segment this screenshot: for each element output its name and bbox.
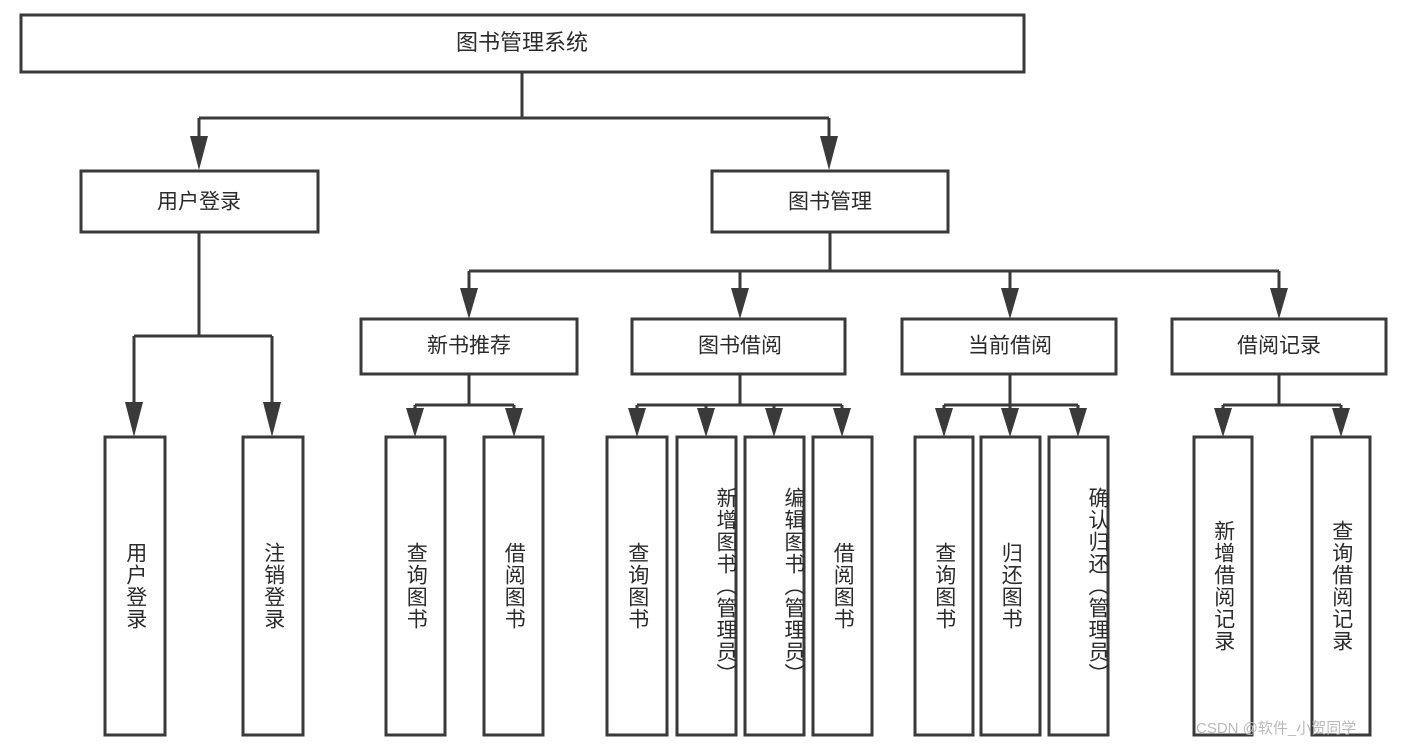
watermark-text: CSDN @软件_小贺同学 — [1196, 720, 1357, 737]
node-book-management-label: 图书管理 — [788, 191, 872, 214]
arrow-head-level2-3 — [1001, 288, 1019, 319]
node-book-management-box[interactable] — [710, 169, 950, 234]
node-user-login-label: 用户登录 — [157, 191, 241, 214]
node-new-book-recommend-box[interactable] — [359, 317, 579, 376]
node-borrow-record[interactable]: 借阅记录 — [1170, 317, 1388, 376]
arrow-head-level2-1 — [460, 288, 478, 319]
arrow-head-record-2 — [1332, 408, 1350, 437]
node-borrow-record-label: 借阅记录 — [1237, 335, 1321, 358]
node-user-login[interactable]: 用户登录 — [79, 169, 320, 234]
arrow-head-level2-2 — [731, 288, 749, 319]
node-root-system-label: 图书管理系统 — [456, 30, 588, 55]
node-new-book-recommend[interactable]: 新书推荐 — [359, 317, 579, 376]
leaf-box-recommend-query[interactable] — [384, 435, 447, 737]
node-root-system-box[interactable] — [19, 13, 1026, 74]
node-book-borrow[interactable]: 图书借阅 — [630, 317, 847, 376]
arrow-head-current-3 — [1069, 408, 1087, 437]
node-current-borrow[interactable]: 当前借阅 — [900, 317, 1118, 376]
leaf-box-record-add[interactable] — [1192, 435, 1254, 737]
leaf-box-current-confirm[interactable] — [1047, 435, 1110, 737]
leaf-box-current-return[interactable] — [979, 435, 1042, 737]
arrow-head-current-1 — [935, 408, 953, 437]
leaf-box-record-query[interactable] — [1310, 435, 1372, 737]
arrow-head-borrow-3 — [765, 408, 783, 437]
arrow-head-level2-4 — [1270, 288, 1288, 319]
node-root-system[interactable]: 图书管理系统 — [19, 13, 1026, 74]
leaf-box-borrow-lend[interactable] — [811, 435, 874, 737]
node-current-borrow-label: 当前借阅 — [968, 335, 1052, 358]
node-book-borrow-box[interactable] — [630, 317, 847, 376]
arrow-head-current-2 — [1001, 408, 1019, 437]
arrow-head-borrow-2 — [697, 408, 715, 437]
arrow-head-level1-2 — [820, 136, 838, 170]
node-new-book-recommend-label: 新书推荐 — [427, 335, 511, 358]
node-current-borrow-box[interactable] — [900, 317, 1118, 376]
leaf-box-user-login-logout[interactable] — [241, 435, 305, 737]
arrow-head-user-login-2 — [263, 402, 281, 437]
leaf-box-user-login-login[interactable] — [103, 435, 167, 737]
leaf-box-current-query[interactable] — [913, 435, 975, 737]
arrow-head-recommend-1 — [406, 408, 424, 437]
leaf-box-recommend-borrow[interactable] — [482, 435, 545, 737]
arrow-head-level1-1 — [190, 136, 208, 170]
node-book-management[interactable]: 图书管理 — [710, 169, 950, 234]
arrow-head-user-login-1 — [125, 402, 143, 437]
leaf-box-borrow-query[interactable] — [605, 435, 669, 737]
leaf-box-borrow-add[interactable] — [675, 435, 738, 737]
arrow-head-borrow-4 — [833, 408, 851, 437]
arrow-head-record-1 — [1214, 408, 1232, 437]
leaf-box-borrow-edit[interactable] — [743, 435, 806, 737]
node-borrow-record-box[interactable] — [1170, 317, 1388, 376]
arrow-head-recommend-2 — [505, 408, 523, 437]
arrow-head-borrow-1 — [628, 408, 646, 437]
node-book-borrow-label: 图书借阅 — [698, 335, 782, 358]
